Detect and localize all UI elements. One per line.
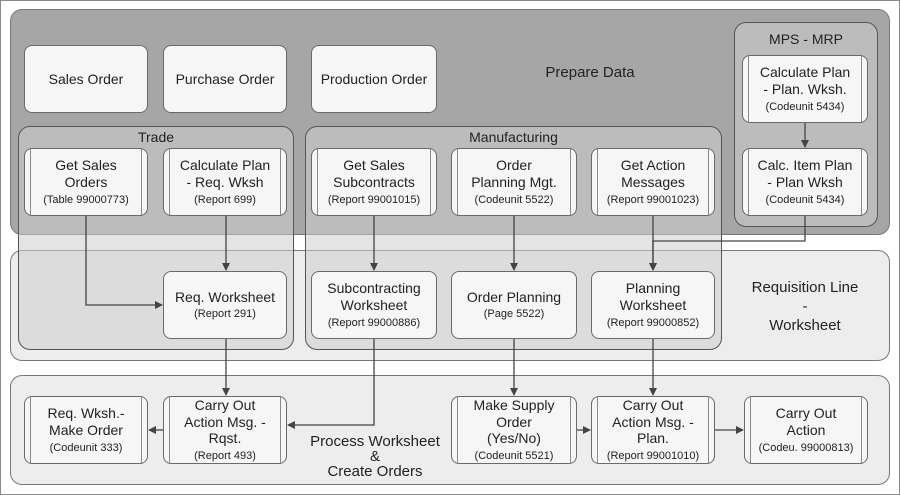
req-worksheet-node: Req. Worksheet (Report 291) xyxy=(163,271,287,339)
node-line: Get Sales xyxy=(343,157,405,174)
node-sub: (Codeunit 333) xyxy=(49,441,123,454)
carry-out-action-node: Carry Out Action (Codeu. 99000813) xyxy=(744,396,868,464)
node-sub: (Report 99000886) xyxy=(327,316,421,329)
node-line: - Req. Wksh xyxy=(186,173,264,190)
node-sub: (Codeunit 5434) xyxy=(765,100,845,113)
node-sub: (Report 99001010) xyxy=(606,450,700,463)
node-line: Orders xyxy=(64,173,108,190)
mps-mrp-title: MPS - MRP xyxy=(769,31,843,47)
requisition-label: Requisition Line - Worksheet xyxy=(735,278,875,335)
node-sub: (Codeunit 5521) xyxy=(474,450,554,463)
node-line: Calculate Plan xyxy=(179,157,271,174)
prepare-data-label: Prepare Data xyxy=(520,64,660,82)
carry-out-plan-node: Carry Out Action Msg. - Plan. (Report 99… xyxy=(591,396,715,464)
purchase-order-box: Purchase Order xyxy=(163,45,287,113)
requisition-label-line2: - xyxy=(802,298,808,315)
node-line: Planning Worksheet xyxy=(619,280,687,313)
node-sub: (Page 5522) xyxy=(483,308,545,321)
node-line: Carry Out xyxy=(775,405,837,422)
node-sub: (Report 493) xyxy=(194,450,256,463)
node-line: Subcontracts xyxy=(333,173,415,190)
node-line: Action Msg. - xyxy=(184,413,266,430)
node-line: Req. Worksheet xyxy=(174,288,276,305)
node-sub: (Report 99000852) xyxy=(606,316,700,329)
node-line: Calc. Item Plan xyxy=(757,157,853,174)
node-line: (Yes/No) xyxy=(487,430,541,447)
node-sub: (Codeu. 99000813) xyxy=(758,441,854,454)
node-line: Calculate Plan xyxy=(759,64,851,81)
node-line: Carry Out xyxy=(194,396,256,413)
process-label-line1: Process Worksheet xyxy=(310,433,440,450)
subcontracting-worksheet-node: Subcontracting Worksheet (Report 9900088… xyxy=(311,271,437,339)
production-order-box: Production Order xyxy=(311,45,437,113)
manufacturing-title: Manufacturing xyxy=(469,129,558,145)
order-planning-mgt-node: Order Planning Mgt. (Codeunit 5522) xyxy=(451,148,577,216)
node-line: Make Order xyxy=(49,421,123,438)
sales-order-label: Sales Order xyxy=(48,70,124,87)
node-sub: (Codeunit 5434) xyxy=(765,193,845,206)
process-label: Process Worksheet & Create Orders xyxy=(290,434,460,479)
planning-worksheet-node: Planning Worksheet (Report 99000852) xyxy=(591,271,715,339)
node-line: Order Planning xyxy=(466,288,562,305)
calc-plan-plan-wksh-node: Calculate Plan - Plan. Wksh. (Codeunit 5… xyxy=(742,55,868,123)
node-line: Rqst. xyxy=(208,430,242,447)
trade-title: Trade xyxy=(137,129,175,145)
node-line: Plan. xyxy=(637,430,669,447)
process-label-line3: Create Orders xyxy=(327,463,423,480)
req-wksh-make-order-node: Req. Wksh.- Make Order (Codeunit 333) xyxy=(24,396,148,464)
node-line: - Plan. Wksh. xyxy=(763,80,847,97)
node-line: Action Msg. - xyxy=(612,413,694,430)
node-sub: (Codeunit 5522) xyxy=(474,193,554,206)
node-line: Order xyxy=(496,413,532,430)
get-sales-subcontracts-node: Get Sales Subcontracts (Report 99001015) xyxy=(311,148,437,216)
production-order-label: Production Order xyxy=(320,70,428,87)
calc-plan-req-wksh-node: Calculate Plan - Req. Wksh (Report 699) xyxy=(163,148,287,216)
requisition-label-line3: Worksheet xyxy=(769,317,841,334)
requisition-label-line1: Requisition Line xyxy=(751,279,859,296)
node-line: Make Supply xyxy=(473,396,555,413)
get-action-messages-node: Get Action Messages (Report 99001023) xyxy=(591,148,715,216)
node-sub: (Table 99000773) xyxy=(43,193,129,206)
node-line: Get Action xyxy=(620,157,686,174)
get-sales-orders-node: Get Sales Orders (Table 99000773) xyxy=(24,148,148,216)
process-label-line2: & xyxy=(369,448,380,465)
node-line: Messages xyxy=(621,173,685,190)
calc-item-plan-node: Calc. Item Plan - Plan Wksh (Codeunit 54… xyxy=(742,148,868,216)
node-line: Order xyxy=(496,157,532,174)
node-sub: (Report 699) xyxy=(194,193,256,206)
carry-out-rqst-node: Carry Out Action Msg. - Rqst. (Report 49… xyxy=(163,396,287,464)
prepare-data-text: Prepare Data xyxy=(545,64,635,81)
node-line: Subcontracting xyxy=(327,280,421,297)
sales-order-box: Sales Order xyxy=(24,45,148,113)
node-line: Req. Wksh.- xyxy=(47,405,125,422)
node-sub: (Report 99001015) xyxy=(327,193,421,206)
purchase-order-label: Purchase Order xyxy=(175,70,275,87)
node-line: Planning Mgt. xyxy=(471,173,557,190)
node-sub: (Report 99001023) xyxy=(606,193,700,206)
node-line: Action xyxy=(786,421,826,438)
node-line: - Plan Wksh xyxy=(767,173,843,190)
order-planning-node: Order Planning (Page 5522) xyxy=(451,271,577,339)
node-sub: (Report 291) xyxy=(194,308,256,321)
make-supply-order-node: Make Supply Order (Yes/No) (Codeunit 552… xyxy=(451,396,577,464)
node-line: Worksheet xyxy=(340,296,408,313)
node-line: Get Sales xyxy=(55,157,117,174)
node-line: Carry Out xyxy=(622,396,684,413)
